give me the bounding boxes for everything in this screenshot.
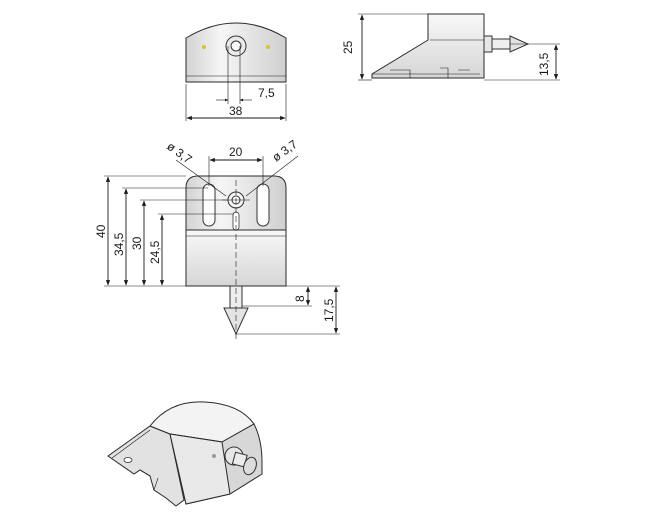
iso-pin-tip [243,456,257,476]
front-dot-left [202,45,206,49]
front-dot-right [266,45,270,49]
dim-front-width: 38 [229,104,243,118]
dim-height-34-5: 34,5 [112,232,126,256]
dim-front-offset: 7,5 [258,86,275,100]
iso-dot [212,454,216,458]
side-view-body [371,13,485,79]
top-view: ø 3,7 ø 3,7 20 40 34,5 30 24,5 8 17,5 [94,137,340,340]
front-view: 7,5 38 [185,22,287,121]
dim-hole-right: ø 3,7 [270,137,301,165]
dim-hole-spacing: 20 [229,145,243,159]
dim-side-pin-height: 13,5 [537,52,551,76]
dim-pin-8: 8 [293,295,307,302]
dim-side-height: 25 [341,40,355,54]
dim-pin-17-5: 17,5 [322,298,336,322]
side-pin-shaft [491,38,511,50]
dim-height-24-5: 24,5 [148,240,162,264]
dim-total-height: 40 [94,224,108,238]
dim-height-30: 30 [130,236,144,250]
side-view: 25 13,5 [341,13,560,81]
side-pin-base [483,35,493,53]
front-pin-inner [230,40,242,52]
isometric-view [107,401,263,507]
iso-housing-side [169,433,231,505]
slot-right [256,183,270,227]
slot-left [202,183,216,227]
iso-plate-hole [123,457,133,463]
